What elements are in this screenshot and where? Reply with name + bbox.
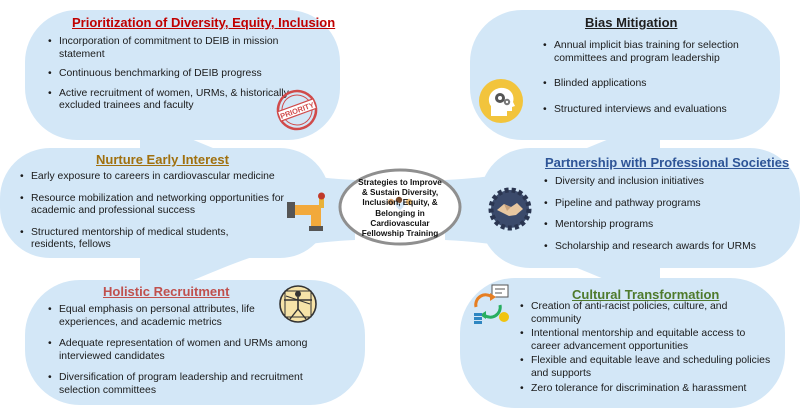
- list-item: Structured interviews and evaluations: [543, 104, 758, 117]
- transformation-cycle-icon: [474, 284, 509, 324]
- list-item: Resource mobilization and networking opp…: [20, 193, 315, 218]
- list-item: Continuous benchmarking of DEIB progress: [48, 68, 293, 81]
- pipeline-icon: [287, 192, 325, 231]
- panel-title: Partnership with Professional Societies: [545, 155, 790, 170]
- panel-title: Prioritization of Diversity, Equity, Inc…: [72, 15, 336, 30]
- list-item: Mentorship programs: [544, 219, 779, 232]
- bullet-list: Diversity and inclusion initiatives Pipe…: [544, 176, 779, 253]
- list-item: Equal emphasis on personal attributes, l…: [48, 304, 348, 329]
- list-item: Active recruitment of women, URMs, & his…: [48, 88, 293, 113]
- vitruvian-man-icon: [279, 285, 317, 323]
- list-item: Adequate representation of women and URM…: [48, 338, 348, 363]
- list-item: Flexible and equitable leave and schedul…: [520, 355, 775, 380]
- handshake-icon: [488, 187, 532, 231]
- list-item: Diversity and inclusion initiatives: [544, 176, 779, 189]
- list-item: Incorporation of commitment to DEIB in m…: [48, 36, 293, 61]
- panel-title: Cultural Transformation: [572, 287, 720, 302]
- center-line: & Sustain Diversity,: [361, 188, 439, 198]
- panel-title: Bias Mitigation: [585, 15, 678, 30]
- center-line: Strategies to Improve: [358, 178, 442, 187]
- list-item: Diversification of program leadership an…: [48, 372, 348, 397]
- list-item: Annual implicit bias training for select…: [543, 40, 758, 65]
- panel-title: Nurture Early Interest: [96, 152, 229, 167]
- bullet-list: Equal emphasis on personal attributes, l…: [48, 304, 348, 398]
- list-item: Zero tolerance for discrimination & hara…: [520, 383, 775, 396]
- list-item: Scholarship and research awards for URMs: [544, 241, 779, 254]
- list-item: Structured mentorship of medical student…: [20, 227, 315, 252]
- bullet-list: Incorporation of commitment to DEIB in m…: [48, 36, 293, 113]
- center-line: Belonging in: [375, 208, 425, 218]
- list-item: Pipeline and pathway programs: [544, 198, 779, 211]
- list-item: Intentional mentorship and equitable acc…: [520, 328, 775, 353]
- list-item: Blinded applications: [543, 78, 758, 91]
- bullet-list: Annual implicit bias training for select…: [543, 40, 758, 116]
- center-title: Strategies to Improve & Sustain Diversit…: [343, 178, 457, 239]
- bullet-list: Creation of anti-racist policies, cultur…: [520, 301, 775, 395]
- priority-stamp-icon: PRIORITY: [276, 89, 318, 131]
- list-item: Creation of anti-racist policies, cultur…: [520, 301, 775, 326]
- head-gears-icon: [479, 79, 523, 123]
- center-line: Inclusion, Equity, &: [362, 198, 438, 208]
- hands-heart-icon: [387, 196, 413, 210]
- center-line: Cardiovascular: [370, 218, 430, 228]
- list-item: Early exposure to careers in cardiovascu…: [20, 171, 315, 184]
- panel-title: Holistic Recruitment: [103, 284, 230, 299]
- center-line: Fellowship Training: [361, 229, 439, 239]
- bullet-list: Early exposure to careers in cardiovascu…: [20, 171, 315, 252]
